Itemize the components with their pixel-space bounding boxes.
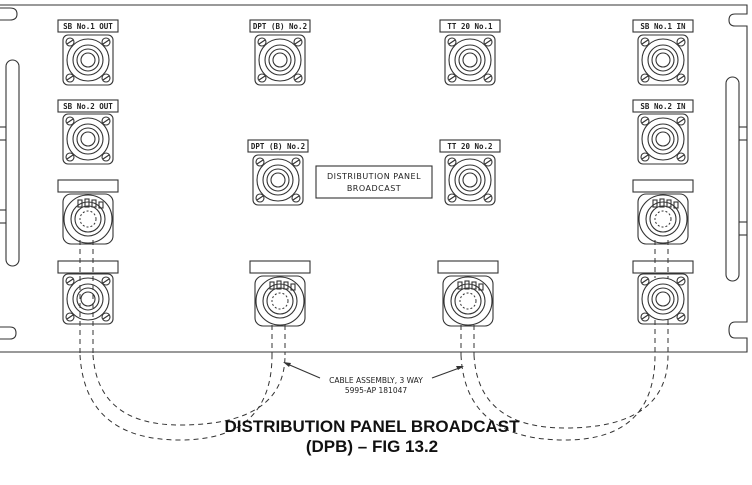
svg-text:DPT (B) No.2: DPT (B) No.2 [251, 142, 305, 151]
svg-text:TT 20 No.1: TT 20 No.1 [447, 22, 493, 31]
svg-text:SB No.2 OUT: SB No.2 OUT [63, 102, 113, 111]
plug-left-upper [62, 193, 114, 245]
svg-text:BROADCAST: BROADCAST [347, 184, 401, 193]
svg-text:DPT (B) No.2: DPT (B) No.2 [253, 22, 307, 31]
label-dpt-b-2-mid: DPT (B) No.2 [247, 139, 309, 153]
label-tt20-1: TT 20 No.1 [439, 19, 501, 33]
plug-center-right [442, 275, 494, 327]
plug-center-left [254, 275, 306, 327]
plug-right-upper [637, 193, 689, 245]
label-sb1-out: SB No.1 OUT [57, 19, 119, 33]
connector-sb1-in [637, 34, 689, 86]
blank-label-right-lower [632, 260, 694, 274]
label-tt20-2: TT 20 No.2 [439, 139, 501, 153]
left-ear-notch-top [0, 7, 18, 21]
figure-title-line2: (DPB) – FIG 13.2 [306, 437, 438, 456]
svg-text:DISTRIBUTION PANEL: DISTRIBUTION PANEL [327, 172, 421, 181]
figure-title-line1: DISTRIBUTION PANEL BROADCAST [225, 417, 521, 436]
label-sb2-out: SB No.2 OUT [57, 99, 119, 113]
svg-text:SB No.1 OUT: SB No.1 OUT [63, 22, 113, 31]
blank-label-right-upper [632, 179, 694, 193]
label-sb2-in: SB No.2 IN [632, 99, 694, 113]
connector-left-lower [62, 273, 114, 325]
connector-dpt-b-2-mid [252, 154, 304, 206]
right-handle-slot [725, 76, 740, 282]
svg-text:SB No.2 IN: SB No.2 IN [640, 102, 686, 111]
connector-sb1-out [62, 34, 114, 86]
connector-sb2-in [637, 113, 689, 165]
svg-text:CABLE ASSEMBLY, 3 WAY: CABLE ASSEMBLY, 3 WAY [329, 376, 423, 385]
blank-label-left-lower [57, 260, 119, 274]
connector-dpt-b-2-top [254, 34, 306, 86]
svg-text:TT 20 No.2: TT 20 No.2 [447, 142, 492, 151]
left-handle-slot [5, 59, 20, 267]
svg-text:5995-AP 181047: 5995-AP 181047 [345, 386, 408, 395]
blank-label-left-upper [57, 179, 119, 193]
connector-sb2-out [62, 113, 114, 165]
connector-tt20-1 [444, 34, 496, 86]
blank-label-center-left [249, 260, 311, 274]
connector-right-lower [637, 273, 689, 325]
svg-text:SB No.1 IN: SB No.1 IN [640, 22, 686, 31]
connector-tt20-2 [444, 154, 496, 206]
blank-label-center-right [437, 260, 499, 274]
label-dpt-b-2-top: DPT (B) No.2 [249, 19, 311, 33]
left-ear-notch-bottom [0, 326, 17, 340]
cable-assembly [79, 240, 669, 441]
label-sb1-in: SB No.1 IN [632, 19, 694, 33]
panel-name-box: DISTRIBUTION PANEL BROADCAST [315, 165, 433, 199]
front-panel [0, 4, 748, 353]
cable-note: CABLE ASSEMBLY, 3 WAY 5995-AP 181047 [283, 362, 464, 395]
